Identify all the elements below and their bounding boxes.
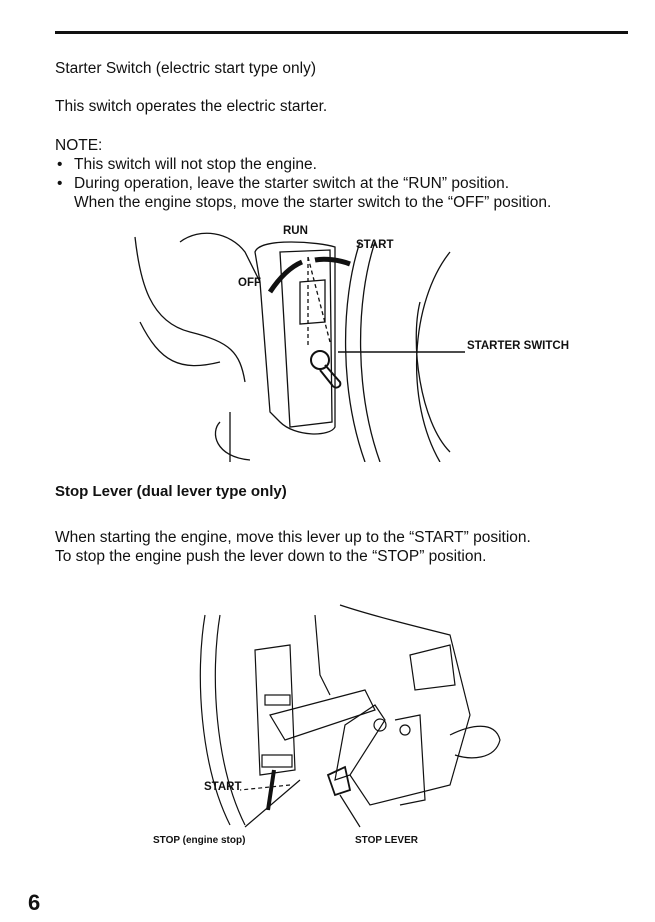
bullet-icon: • xyxy=(57,175,63,192)
figure-label-starter-switch: STARTER SWITCH xyxy=(467,340,570,352)
page-number: 6 xyxy=(28,890,41,915)
note-bullet-2-cont: When the engine stops, move the starter … xyxy=(74,194,552,211)
note-bullet-1: This switch will not stop the engine. xyxy=(74,156,317,173)
figure-label-off: OFF xyxy=(238,277,261,289)
figure-label-stop-lever: STOP LEVER xyxy=(355,835,418,846)
stop-lever-illustration xyxy=(199,604,501,828)
figure-label-start-position: START xyxy=(204,781,242,793)
figure-label-run: RUN xyxy=(283,225,308,237)
note-bullet-2: During operation, leave the starter swit… xyxy=(74,175,510,192)
section-heading-starter-switch: Starter Switch (electric start type only… xyxy=(55,60,316,77)
stop-lever-line-2: To stop the engine push the lever down t… xyxy=(55,548,487,565)
figure-label-start: START xyxy=(356,239,394,251)
section-heading-stop-lever: Stop Lever (dual lever type only) xyxy=(55,483,287,500)
stop-lever-line-1: When starting the engine, move this leve… xyxy=(55,529,531,546)
top-rule xyxy=(55,31,628,34)
note-label: NOTE: xyxy=(55,137,103,154)
starter-switch-intro: This switch operates the electric starte… xyxy=(55,98,328,115)
bullet-icon: • xyxy=(57,156,63,173)
starter-switch-illustration xyxy=(134,232,465,462)
figure-label-stop-position: STOP (engine stop) xyxy=(153,835,246,846)
